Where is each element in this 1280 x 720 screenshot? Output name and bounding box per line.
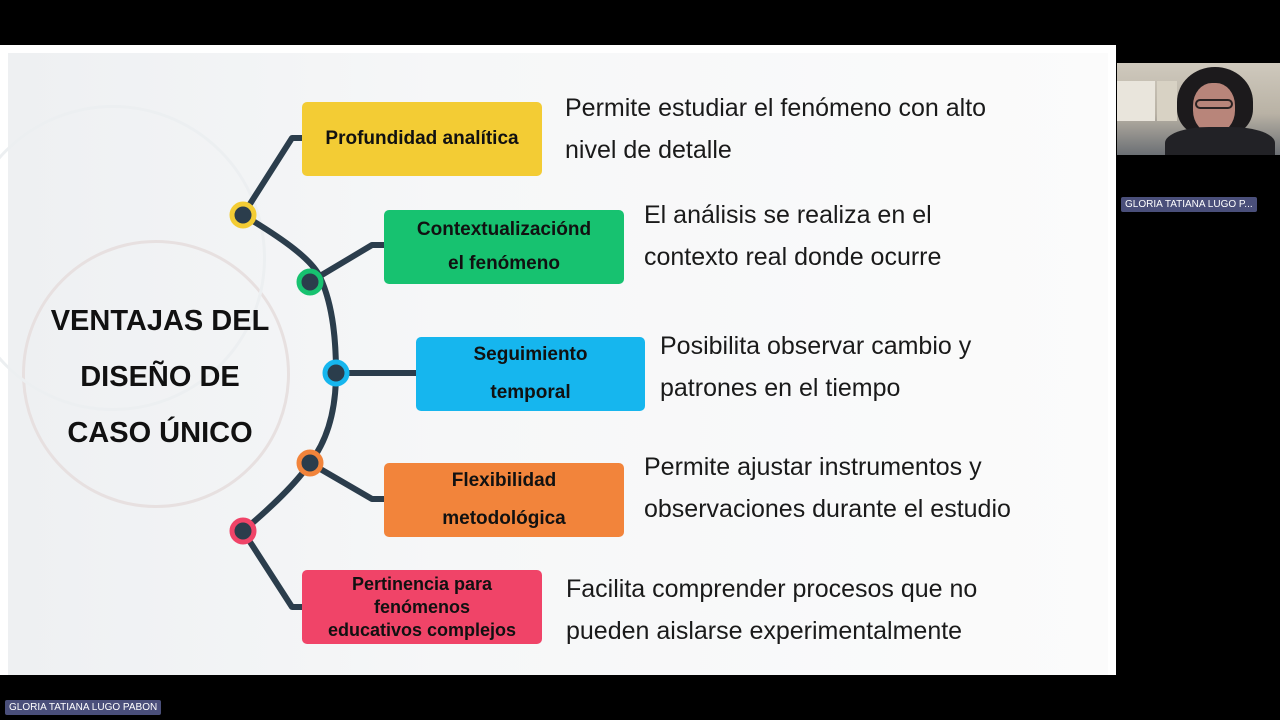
box-label: metodológica (442, 508, 566, 529)
desc-flexibilidad: Permite ajustar instrumentos y observaci… (644, 446, 1011, 530)
box-pertinencia: Pertinencia para fenómenos educativos co… (302, 570, 542, 644)
participant-video-tile[interactable] (1117, 63, 1280, 155)
box-label: el fenómeno (448, 253, 560, 274)
branch-4 (307, 460, 387, 502)
slide-title: VENTAJAS DEL DISEÑO DE CASO ÚNICO (24, 293, 296, 461)
box-seguimiento-temporal: Seguimiento temporal (416, 337, 645, 411)
box-flexibilidad-metodologica: Flexibilidad metodológica (384, 463, 624, 537)
decorative-circle-outer (0, 105, 266, 411)
desc-line: El análisis se realiza en el (644, 201, 932, 229)
desc-line: contexto real donde ocurre (644, 243, 942, 271)
presentation-slide: VENTAJAS DEL DISEÑO DE CASO ÚNICO Profun… (0, 45, 1116, 675)
box-label: Contextualizaciónd (416, 219, 592, 240)
participant-body (1165, 127, 1275, 155)
node-4 (296, 449, 324, 477)
box-label: fenómenos (373, 596, 470, 617)
desc-line: patrones en el tiempo (660, 374, 901, 402)
box-profundidad-analitica: Profundidad analítica (302, 102, 542, 176)
node-5 (229, 517, 257, 545)
desc-line: nivel de detalle (565, 136, 732, 164)
box-label: Pertinencia para (351, 573, 493, 594)
node-2 (296, 268, 324, 296)
webcam-name-tag: GLORIA TATIANA LUGO P... (1121, 197, 1257, 212)
desc-line: Permite ajustar instrumentos y (644, 453, 982, 481)
participant-glasses (1195, 99, 1233, 109)
box-label: Profundidad analítica (325, 128, 519, 149)
branch-diagram (229, 135, 419, 610)
box-label: Seguimiento (473, 344, 588, 365)
desc-line: pueden aislarse experimentalmente (566, 617, 963, 645)
box-label: educativos complejos (327, 619, 517, 640)
background-window (1157, 81, 1177, 121)
title-line: DISEÑO DE (80, 361, 240, 393)
desc-contextualizacion: El análisis se realiza en el contexto re… (644, 194, 941, 278)
title-line: CASO ÚNICO (67, 417, 253, 449)
branch-1 (240, 135, 305, 218)
node-3 (322, 359, 350, 387)
tree-trunk (240, 212, 340, 534)
desc-line: observaciones durante el estudio (644, 495, 1011, 523)
desc-pertinencia: Facilita comprender procesos que no pued… (566, 568, 977, 652)
box-label: Flexibilidad (451, 470, 557, 491)
branch-2 (307, 242, 387, 285)
desc-seguimiento: Posibilita observar cambio y patrones en… (660, 325, 971, 409)
presenter-name-tag: GLORIA TATIANA LUGO PABON (5, 700, 162, 715)
desc-line: Facilita comprender procesos que no (566, 575, 978, 603)
box-contextualizacion: Contextualizaciónd el fenómeno (384, 210, 624, 284)
desc-line: Permite estudiar el fenómeno con alto (565, 94, 987, 122)
desc-profundidad: Permite estudiar el fenómeno con alto ni… (565, 87, 986, 171)
box-label: temporal (490, 382, 571, 403)
desc-line: Posibilita observar cambio y (660, 332, 972, 360)
node-1 (229, 201, 257, 229)
branch-5 (240, 528, 305, 610)
background-window (1117, 81, 1155, 121)
title-line: VENTAJAS DEL (50, 305, 270, 337)
